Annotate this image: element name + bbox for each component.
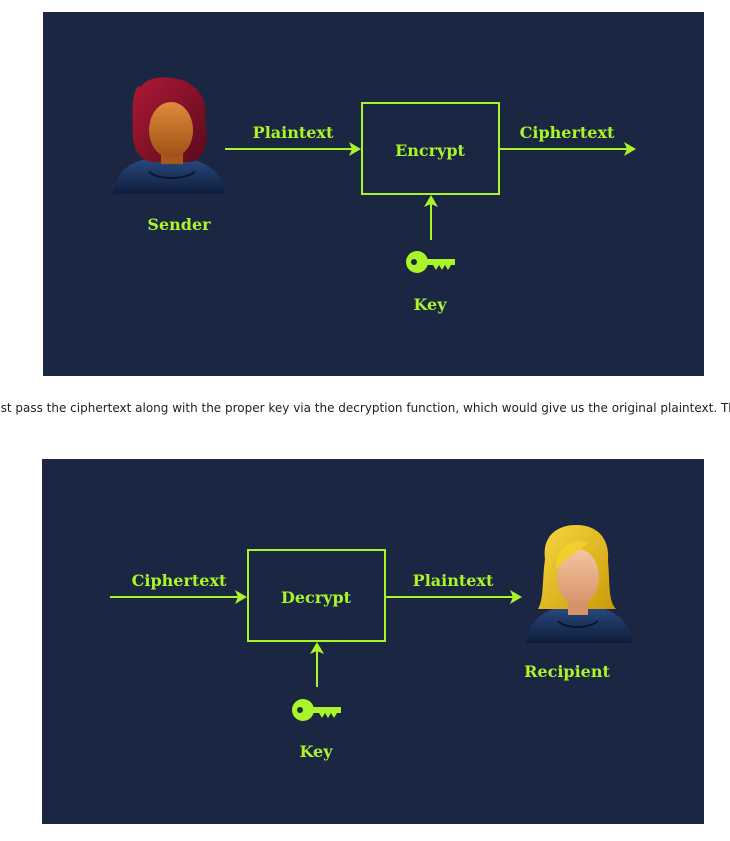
key-arrow <box>310 642 324 687</box>
decrypt-label: Decrypt <box>281 588 352 607</box>
key-arrow <box>424 195 438 240</box>
plaintext-label: Plaintext <box>413 571 494 590</box>
recipient-label: Recipient <box>524 662 610 681</box>
key-icon <box>292 699 341 721</box>
recipient-avatar-icon <box>526 525 632 643</box>
body-text: ust pass the ciphertext along with the p… <box>0 401 730 415</box>
sender-label: Sender <box>147 215 211 234</box>
sender-avatar-icon <box>113 77 225 194</box>
ciphertext-label: Ciphertext <box>520 123 615 142</box>
plaintext-arrow <box>225 142 361 156</box>
key-label: Key <box>299 742 333 761</box>
body-text-line: ust pass the ciphertext along with the p… <box>0 400 730 422</box>
encryption-diagram: Sender Plaintext Encrypt Ciphertext Key <box>43 12 704 376</box>
ciphertext-arrow <box>499 142 636 156</box>
encrypt-label: Encrypt <box>395 141 465 160</box>
plaintext-label: Plaintext <box>253 123 334 142</box>
ciphertext-arrow <box>110 590 247 604</box>
key-icon <box>406 251 455 273</box>
ciphertext-label: Ciphertext <box>132 571 227 590</box>
key-label: Key <box>413 295 447 314</box>
plaintext-arrow <box>385 590 522 604</box>
decrypt-box <box>247 549 386 642</box>
decryption-diagram: Ciphertext Decrypt Plaintext Recipient <box>42 459 704 824</box>
